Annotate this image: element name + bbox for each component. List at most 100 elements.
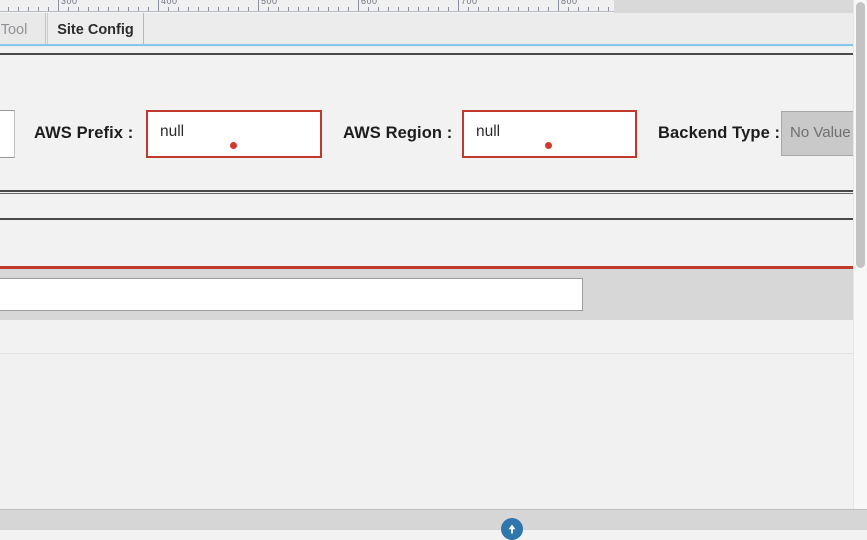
ruler-minor-tick [378, 7, 379, 11]
ruler-minor-tick [68, 7, 69, 11]
ruler-minor-tick [368, 7, 369, 11]
ruler-minor-tick [28, 7, 29, 11]
tab-site-config-label: Site Config [57, 21, 134, 38]
ruler-minor-tick [498, 7, 499, 11]
info-arrow-icon[interactable] [501, 518, 523, 540]
ruler-minor-tick [298, 7, 299, 11]
ruler-minor-tick [428, 7, 429, 11]
aws-prefix-error-dot-icon [230, 142, 237, 149]
aws-region-value: null [476, 123, 501, 140]
ruler-minor-tick [398, 7, 399, 11]
ruler-minor-tick [238, 7, 239, 11]
clipped-left-input[interactable] [0, 110, 15, 158]
ruler-minor-tick [598, 7, 599, 11]
aws-prefix-input[interactable]: null [146, 110, 322, 158]
ruler-minor-tick [178, 7, 179, 11]
vertical-scrollbar[interactable] [853, 0, 867, 509]
error-accent-rule [0, 266, 855, 269]
backend-type-label: Backend Type : [658, 124, 781, 142]
ruler-minor-tick [318, 7, 319, 11]
aws-region-input[interactable]: null [462, 110, 637, 158]
ruler-minor-tick [438, 7, 439, 11]
active-tab-underline [0, 44, 853, 46]
tab-y-tool[interactable]: y Tool [0, 13, 46, 46]
ruler-minor-tick [88, 7, 89, 11]
ruler-inactive-area [614, 0, 867, 13]
ruler-minor-tick [328, 7, 329, 11]
ruler-minor-tick [308, 7, 309, 11]
ruler-minor-tick [78, 7, 79, 11]
ruler-minor-tick [8, 7, 9, 11]
ruler-minor-tick [388, 7, 389, 11]
ruler-minor-tick [568, 7, 569, 11]
ruler-minor-tick [278, 7, 279, 11]
ruler-minor-tick [588, 7, 589, 11]
ruler-minor-tick [338, 7, 339, 11]
config-panel [0, 55, 853, 190]
tab-bar-empty-area [144, 13, 853, 46]
ruler-label: 600 [361, 0, 378, 6]
content-area-upper [0, 320, 867, 353]
ruler-minor-tick [138, 7, 139, 11]
ruler-minor-tick [168, 7, 169, 11]
section-divider-2 [0, 218, 853, 220]
backend-type-select[interactable]: No Value [781, 111, 867, 156]
ruler-major-tick [258, 0, 259, 11]
ruler-minor-tick [478, 7, 479, 11]
content-area [0, 353, 867, 509]
ruler-minor-tick [468, 7, 469, 11]
ruler-minor-tick [38, 7, 39, 11]
section-divider-1-shadow [0, 193, 853, 194]
ruler-major-tick [558, 0, 559, 11]
config-form-row: AWS Prefix : null AWS Region : null Back… [0, 110, 867, 162]
ruler-minor-tick [48, 7, 49, 11]
ruler-major-tick [358, 0, 359, 11]
section-divider-1 [0, 190, 853, 192]
ruler-minor-tick [118, 7, 119, 11]
ruler-minor-tick [288, 7, 289, 11]
ruler-minor-tick [528, 7, 529, 11]
ruler-minor-tick [188, 7, 189, 11]
ruler-minor-tick [98, 7, 99, 11]
ruler-minor-tick [148, 7, 149, 11]
aws-region-error-dot-icon [545, 142, 552, 149]
ruler-minor-tick [128, 7, 129, 11]
ruler-major-tick [458, 0, 459, 11]
ruler-minor-tick [418, 7, 419, 11]
ruler-minor-tick [578, 7, 579, 11]
tab-site-config[interactable]: Site Config [47, 13, 144, 46]
band-text-input[interactable] [0, 278, 583, 311]
ruler-minor-tick [268, 7, 269, 11]
ruler-minor-tick [108, 7, 109, 11]
ruler-label: 500 [261, 0, 278, 6]
ruler-major-tick [158, 0, 159, 11]
ruler-label: 300 [61, 0, 78, 6]
backend-type-value: No Value [790, 124, 851, 141]
aws-prefix-value: null [160, 123, 185, 140]
aws-region-label: AWS Region : [343, 124, 453, 142]
ruler-label: 800 [561, 0, 578, 6]
ruler-minor-tick [508, 7, 509, 11]
ruler-minor-tick [548, 7, 549, 11]
toolbar-band [0, 269, 855, 320]
ruler-minor-tick [348, 7, 349, 11]
ruler-minor-tick [198, 7, 199, 11]
tab-bar: y Tool Site Config [0, 13, 867, 47]
ruler-minor-tick [208, 7, 209, 11]
tab-y-tool-label: y Tool [0, 21, 28, 38]
panel-top-divider [0, 53, 853, 55]
ruler-minor-tick [518, 7, 519, 11]
aws-prefix-label: AWS Prefix : [34, 124, 134, 142]
ruler-minor-tick [408, 7, 409, 11]
ruler-major-tick [58, 0, 59, 11]
vertical-scrollbar-thumb[interactable] [856, 2, 865, 268]
ruler-label: 700 [461, 0, 478, 6]
ruler-minor-tick [608, 7, 609, 11]
ruler-minor-tick [218, 7, 219, 11]
ruler-minor-tick [18, 7, 19, 11]
ruler-minor-tick [228, 7, 229, 11]
ruler-minor-tick [488, 7, 489, 11]
ruler-minor-tick [448, 7, 449, 11]
status-bar [0, 509, 867, 530]
